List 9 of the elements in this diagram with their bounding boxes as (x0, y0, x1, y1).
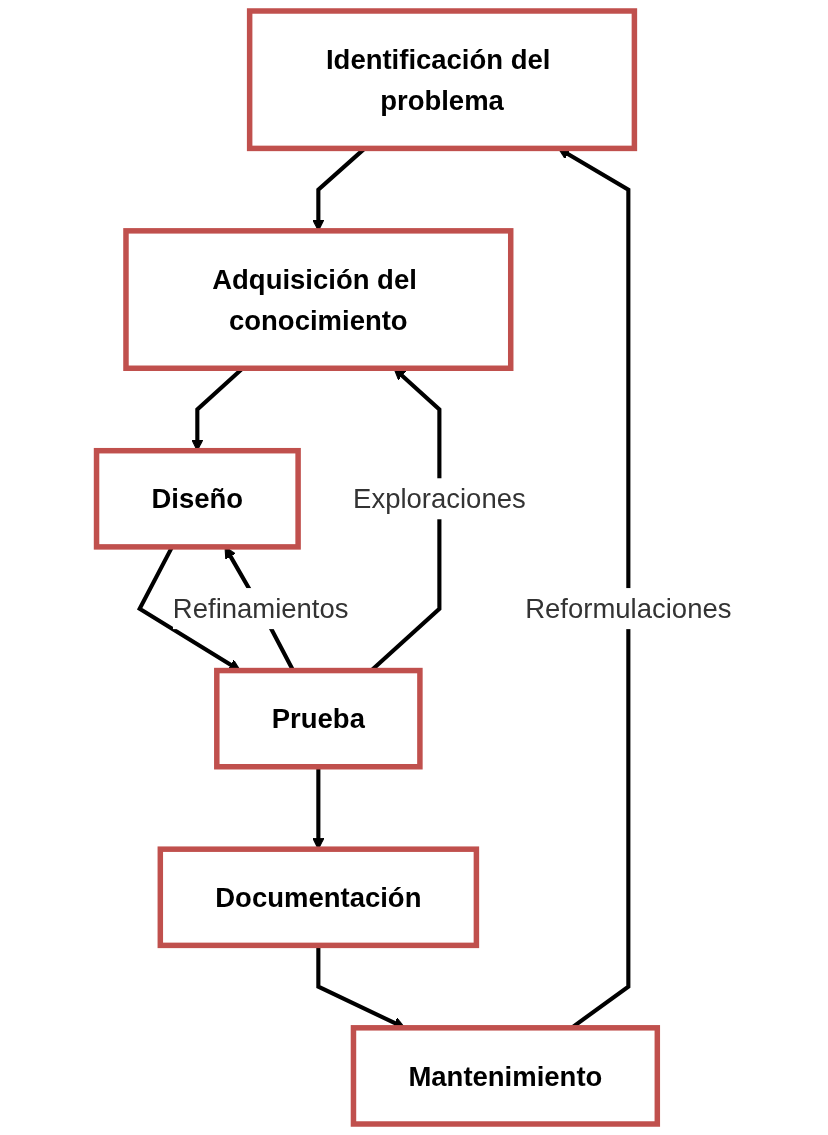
edge-label: Exploraciones (353, 483, 526, 514)
node-box: Identificación del problema (246, 8, 638, 152)
node-box: Documentación (157, 846, 480, 949)
node-box: Adquisición del conocimiento (123, 228, 514, 371)
node-box: Mantenimiento (350, 1025, 661, 1127)
edge-label: Refinamientos (172, 593, 349, 624)
node-box: Diseño (93, 447, 301, 550)
node-box: Prueba (214, 667, 423, 770)
edge-label: Reformulaciones (525, 593, 732, 624)
